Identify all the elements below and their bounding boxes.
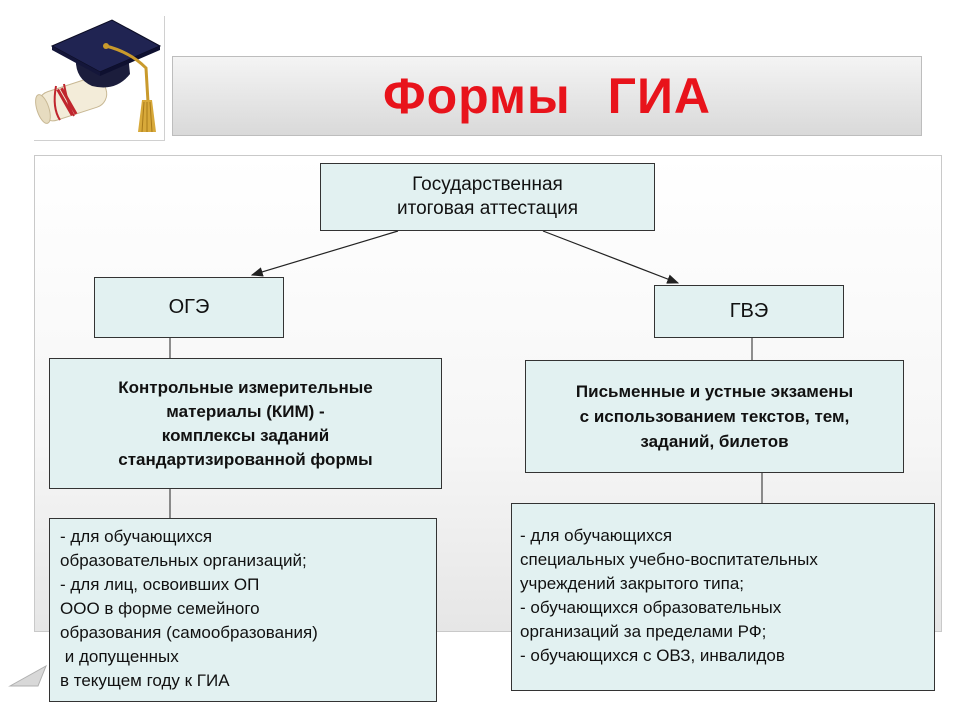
list-item: - для обучающихся bbox=[520, 526, 673, 545]
node-gve: ГВЭ bbox=[654, 285, 844, 338]
title-bar: Формы ГИА bbox=[172, 56, 922, 136]
list-item: и допущенных bbox=[60, 647, 179, 666]
arrow-root-to-gve bbox=[542, 230, 680, 284]
oge-participants-list: - для обучающихся образовательных органи… bbox=[49, 518, 437, 702]
list-item: ООО в форме семейного bbox=[60, 599, 260, 618]
list-item: - обучающихся образовательных bbox=[520, 598, 782, 617]
node-gve-label: ГВЭ bbox=[729, 300, 769, 322]
list-item: специальных учебно-воспитательных bbox=[520, 550, 818, 569]
gve-participants-list: - для обучающихся специальных учебно-вос… bbox=[511, 503, 935, 691]
list-item: - обучающихся с ОВЗ, инвалидов bbox=[520, 646, 785, 665]
list-item: - для обучающихся bbox=[60, 527, 213, 546]
page-curl-icon bbox=[8, 664, 47, 687]
list-item: - для лиц, освоивших ОП bbox=[60, 575, 260, 594]
node-oral-exams: Письменные и устные экзамены с использов… bbox=[525, 360, 904, 473]
graduation-cap-diploma-icon bbox=[35, 19, 162, 133]
node-kim: Контрольные измерительные материалы (КИМ… bbox=[49, 358, 442, 489]
list-item: образования (самообразования) bbox=[60, 623, 318, 642]
node-gia: Государственная итоговая аттестация bbox=[320, 163, 655, 231]
node-oge-label: ОГЭ bbox=[168, 296, 210, 318]
list-item: образовательных организаций; bbox=[60, 551, 307, 570]
node-kim-label: Контрольные измерительные материалы (КИМ… bbox=[118, 377, 373, 469]
list-item: организаций за пределами РФ; bbox=[520, 622, 767, 641]
page-title: Формы ГИА bbox=[382, 68, 712, 124]
node-oral-exams-label: Письменные и устные экзамены с использов… bbox=[575, 382, 854, 451]
node-oge: ОГЭ bbox=[94, 277, 284, 338]
node-gia-label: Государственная итоговая аттестация bbox=[396, 174, 578, 219]
arrow-root-to-oge bbox=[250, 230, 399, 277]
logo-frame bbox=[34, 16, 165, 141]
list-item: в текущем году к ГИА bbox=[60, 671, 230, 690]
list-item: учреждений закрытого типа; bbox=[520, 574, 745, 593]
